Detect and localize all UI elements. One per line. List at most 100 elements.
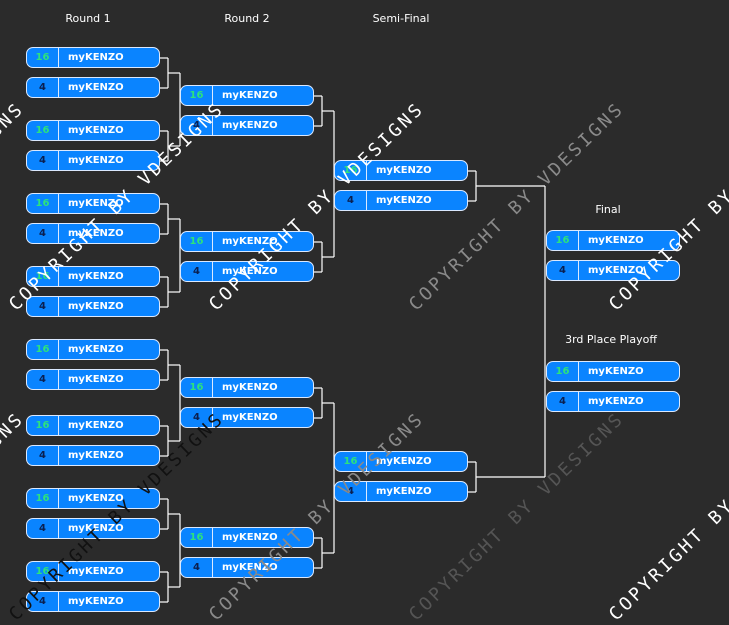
round1-team-slot[interactable]: 16 myKENZO xyxy=(26,266,160,287)
seed-number: 4 xyxy=(27,151,59,170)
seed-number: 16 xyxy=(181,378,213,397)
team-name: myKENZO xyxy=(68,566,124,577)
round2-team-slot[interactable]: 4 myKENZO xyxy=(180,407,314,428)
round1-team-slot[interactable]: 16 myKENZO xyxy=(26,561,160,582)
round1-team-slot[interactable]: 4 myKENZO xyxy=(26,77,160,98)
round2-team-slot[interactable]: 16 myKENZO xyxy=(180,377,314,398)
team-name: myKENZO xyxy=(68,301,124,312)
team-name: myKENZO xyxy=(68,493,124,504)
team-name: myKENZO xyxy=(588,396,644,407)
seed-number: 4 xyxy=(27,370,59,389)
semi-team-slot[interactable]: 16 myKENZO xyxy=(334,160,468,181)
seed-number: 16 xyxy=(547,231,579,250)
team-name: myKENZO xyxy=(376,486,432,497)
round1-team-slot[interactable]: 4 myKENZO xyxy=(26,369,160,390)
round2-team-slot[interactable]: 4 myKENZO xyxy=(180,261,314,282)
final-team-slot[interactable]: 4 myKENZO xyxy=(546,260,680,281)
seed-number: 4 xyxy=(181,116,213,135)
round1-team-slot[interactable]: 16 myKENZO xyxy=(26,47,160,68)
seed-number: 16 xyxy=(335,452,367,471)
final-heading: Final xyxy=(595,203,621,216)
team-name: myKENZO xyxy=(222,532,278,543)
semi-team-slot[interactable]: 4 myKENZO xyxy=(334,190,468,211)
seed-number: 4 xyxy=(27,592,59,611)
round1-team-slot[interactable]: 4 myKENZO xyxy=(26,518,160,539)
team-name: myKENZO xyxy=(68,596,124,607)
team-name: myKENZO xyxy=(588,235,644,246)
seed-number: 4 xyxy=(335,482,367,501)
team-name: myKENZO xyxy=(222,120,278,131)
round-1-heading: Round 1 xyxy=(65,12,111,25)
team-name: myKENZO xyxy=(222,562,278,573)
team-name: myKENZO xyxy=(222,90,278,101)
team-name: myKENZO xyxy=(68,450,124,461)
team-name: myKENZO xyxy=(68,271,124,282)
round2-team-slot[interactable]: 4 myKENZO xyxy=(180,115,314,136)
seed-number: 4 xyxy=(27,519,59,538)
round2-team-slot[interactable]: 16 myKENZO xyxy=(180,527,314,548)
team-name: myKENZO xyxy=(376,456,432,467)
seed-number: 16 xyxy=(335,161,367,180)
seed-number: 16 xyxy=(181,86,213,105)
seed-number: 16 xyxy=(27,121,59,140)
seed-number: 16 xyxy=(27,267,59,286)
team-name: myKENZO xyxy=(68,155,124,166)
seed-number: 16 xyxy=(181,528,213,547)
semi-team-slot[interactable]: 16 myKENZO xyxy=(334,451,468,472)
team-name: myKENZO xyxy=(68,344,124,355)
round2-team-slot[interactable]: 4 myKENZO xyxy=(180,557,314,578)
team-name: myKENZO xyxy=(68,228,124,239)
seed-number: 4 xyxy=(181,262,213,281)
seed-number: 16 xyxy=(27,562,59,581)
team-name: myKENZO xyxy=(588,265,644,276)
seed-number: 16 xyxy=(27,48,59,67)
team-name: myKENZO xyxy=(68,52,124,63)
seed-number: 16 xyxy=(181,232,213,251)
team-name: myKENZO xyxy=(68,125,124,136)
round1-team-slot[interactable]: 4 myKENZO xyxy=(26,150,160,171)
team-name: myKENZO xyxy=(68,198,124,209)
team-name: myKENZO xyxy=(222,236,278,247)
seed-number: 16 xyxy=(27,340,59,359)
seed-number: 4 xyxy=(27,297,59,316)
team-name: myKENZO xyxy=(376,165,432,176)
round1-team-slot[interactable]: 4 myKENZO xyxy=(26,296,160,317)
team-name: myKENZO xyxy=(588,366,644,377)
seed-number: 16 xyxy=(27,489,59,508)
semi-final-heading: Semi-Final xyxy=(372,12,430,25)
third-team-slot[interactable]: 16 myKENZO xyxy=(546,361,680,382)
round2-team-slot[interactable]: 16 myKENZO xyxy=(180,85,314,106)
round-2-heading: Round 2 xyxy=(224,12,270,25)
team-name: myKENZO xyxy=(222,266,278,277)
third-place-heading: 3rd Place Playoff xyxy=(565,333,657,346)
round1-team-slot[interactable]: 4 myKENZO xyxy=(26,223,160,244)
seed-number: 4 xyxy=(181,408,213,427)
round1-team-slot[interactable]: 16 myKENZO xyxy=(26,339,160,360)
seed-number: 4 xyxy=(181,558,213,577)
seed-number: 4 xyxy=(547,261,579,280)
team-name: myKENZO xyxy=(68,523,124,534)
seed-number: 16 xyxy=(547,362,579,381)
round1-team-slot[interactable]: 16 myKENZO xyxy=(26,488,160,509)
round1-team-slot[interactable]: 16 myKENZO xyxy=(26,415,160,436)
team-name: myKENZO xyxy=(68,374,124,385)
round1-team-slot[interactable]: 4 myKENZO xyxy=(26,591,160,612)
semi-team-slot[interactable]: 4 myKENZO xyxy=(334,481,468,502)
round1-team-slot[interactable]: 16 myKENZO xyxy=(26,120,160,141)
final-team-slot[interactable]: 16 myKENZO xyxy=(546,230,680,251)
seed-number: 4 xyxy=(547,392,579,411)
team-name: myKENZO xyxy=(376,195,432,206)
team-name: myKENZO xyxy=(222,382,278,393)
seed-number: 16 xyxy=(27,416,59,435)
third-team-slot[interactable]: 4 myKENZO xyxy=(546,391,680,412)
seed-number: 4 xyxy=(335,191,367,210)
round2-team-slot[interactable]: 16 myKENZO xyxy=(180,231,314,252)
team-name: myKENZO xyxy=(68,82,124,93)
team-name: myKENZO xyxy=(222,412,278,423)
team-name: myKENZO xyxy=(68,420,124,431)
seed-number: 4 xyxy=(27,224,59,243)
seed-number: 4 xyxy=(27,78,59,97)
